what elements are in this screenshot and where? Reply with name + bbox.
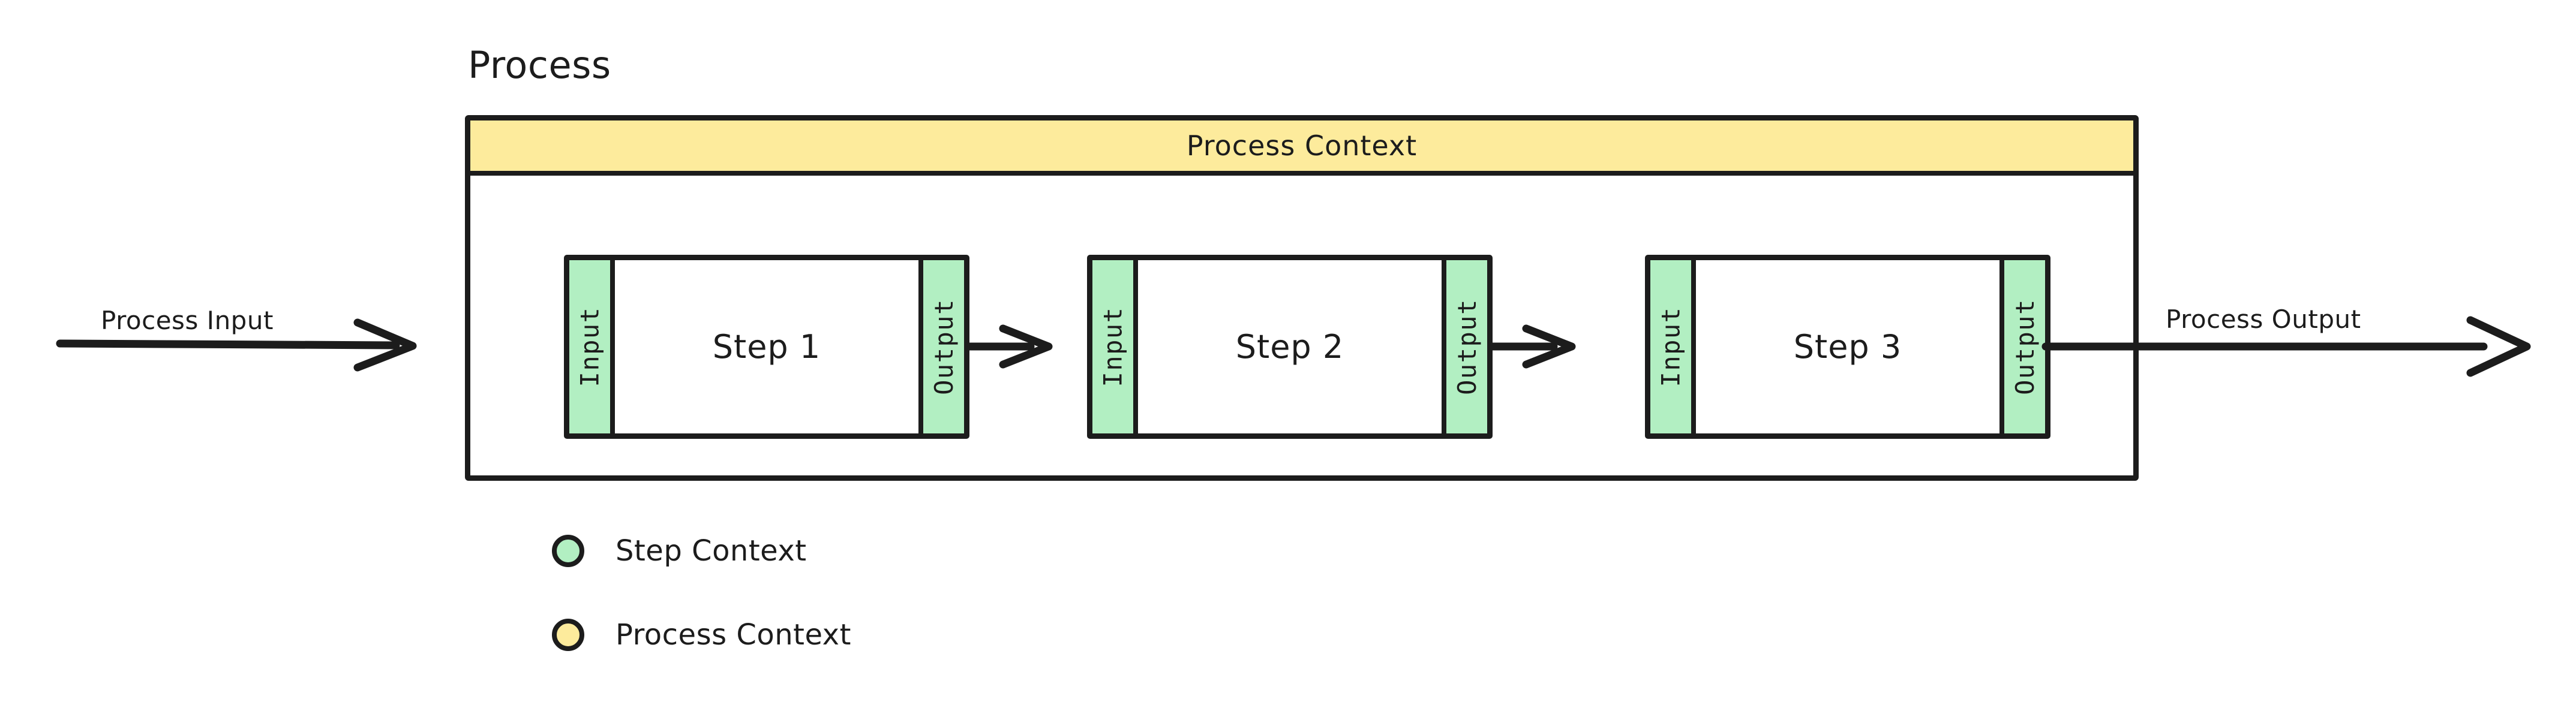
process-output-label: Process Output	[2166, 305, 2361, 334]
step-context-swatch-icon	[552, 535, 584, 567]
step-3-output-label: Output	[2010, 299, 2040, 395]
step-2-output-label: Output	[1452, 299, 1482, 395]
step-box-3[interactable]: Input Step 3 Output	[1645, 255, 2050, 439]
step-1-input-port: Input	[569, 260, 615, 433]
step-box-2[interactable]: Input Step 2 Output	[1087, 255, 1493, 439]
step-1-output-label: Output	[929, 299, 959, 395]
step-1-title: Step 1	[712, 328, 821, 366]
step-2-output-port: Output	[1442, 260, 1487, 433]
process-title: Process	[468, 43, 611, 87]
step-3-title: Step 3	[1793, 328, 1902, 366]
step-2-body: Step 2	[1138, 260, 1442, 433]
step-3-body: Step 3	[1696, 260, 1999, 433]
step-1-input-label: Input	[575, 306, 605, 387]
process-context-band: Process Context	[470, 120, 2133, 176]
step-box-1[interactable]: Input Step 1 Output	[564, 255, 969, 439]
step-3-output-port: Output	[1999, 260, 2045, 433]
process-context-label: Process Context	[1186, 129, 1418, 162]
legend-label-process-context: Process Context	[616, 618, 851, 652]
process-context-swatch-icon	[552, 619, 584, 651]
step-2-input-label: Input	[1098, 306, 1128, 387]
step-1-output-port: Output	[918, 260, 964, 433]
legend-label-step-context: Step Context	[616, 534, 807, 568]
process-input-label: Process Input	[101, 306, 274, 335]
legend: Step Context Process Context	[552, 528, 851, 695]
step-2-input-port: Input	[1092, 260, 1138, 433]
legend-item-step-context: Step Context	[552, 528, 851, 574]
step-1-body: Step 1	[615, 260, 918, 433]
legend-item-process-context: Process Context	[552, 611, 851, 658]
step-2-title: Step 2	[1235, 328, 1344, 366]
step-3-input-label: Input	[1656, 306, 1686, 387]
step-3-input-port: Input	[1650, 260, 1696, 433]
